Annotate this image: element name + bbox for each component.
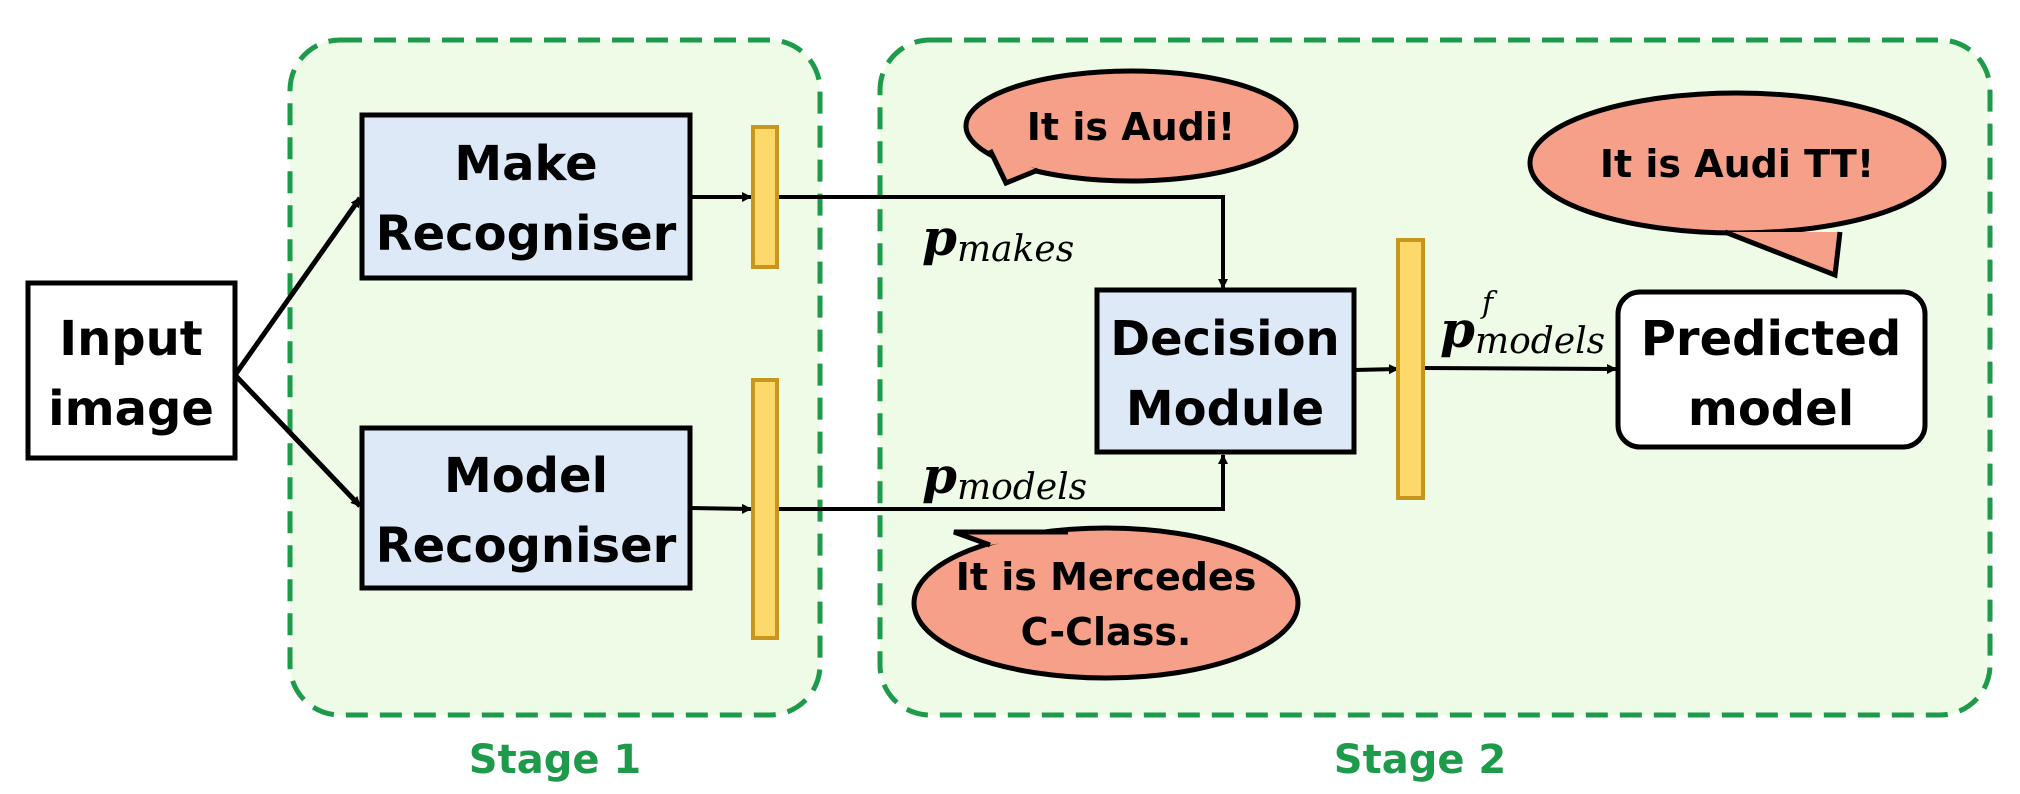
make-recogniser-label-line2: Recogniser [376,206,677,262]
arrow-makes-to-decision [777,195,1228,289]
bubble-audi-tt: It is Audi TT! [1527,90,1947,279]
decision-module-label-line1: Decision [1110,311,1339,367]
arrow-input-to-model [233,373,362,508]
decision-module-box [1094,287,1357,455]
arrow-vector-to-prediction [1422,363,1617,374]
arrow-model-to-vector [689,503,752,514]
predicted-model-label-line2: model [1688,381,1854,437]
decision-module-label-line2: Module [1126,381,1324,437]
p-models-symbol: p [922,446,957,505]
p-models-final-subscript: models [1475,321,1605,362]
p-makes-subscript: makes [957,229,1074,270]
input-image-label-line2: image [48,381,214,437]
models-probability-vector [751,378,779,640]
bubble-audi: It is Audi! [963,68,1299,187]
model-recogniser-label-line2: Recogniser [376,518,677,574]
stage-2-label: Stage 2 [1334,737,1506,783]
arrow-decision-to-vector [1353,364,1399,375]
p-models-final-label: pmodels [1440,300,1605,362]
input-image-box [25,280,238,461]
p-makes-symbol: p [922,208,957,267]
fused-probability-vector [1396,238,1425,500]
bubble-audi-tt-text: It is Audi TT! [1600,142,1874,186]
arrow-models-to-decision [777,454,1228,511]
bubble-mercedes-text-line1: It is Mercedes [956,555,1257,599]
p-models-subscript: models [957,467,1087,508]
model-recogniser-box [359,425,693,591]
p-models-final-symbol: p [1440,300,1475,359]
predicted-model-box [1615,289,1928,450]
arrow-input-to-make [232,196,363,377]
bubble-mercedes: It is Mercedes C-Class. [911,525,1301,681]
input-image-label-line1: Input [59,311,203,367]
bubble-audi-text: It is Audi! [1027,105,1235,149]
p-makes-label: pmakes [922,208,1074,270]
make-recogniser-box [359,112,693,281]
predicted-model-label-line1: Predicted [1641,311,1902,367]
makes-probability-vector [751,125,779,269]
make-recogniser-label-line1: Make [454,136,597,192]
p-models-label: pmodels [922,446,1087,508]
bubble-mercedes-text-line2: C-Class. [1021,610,1192,654]
stage-1-label: Stage 1 [469,737,641,783]
model-recogniser-label-line1: Model [444,448,608,504]
